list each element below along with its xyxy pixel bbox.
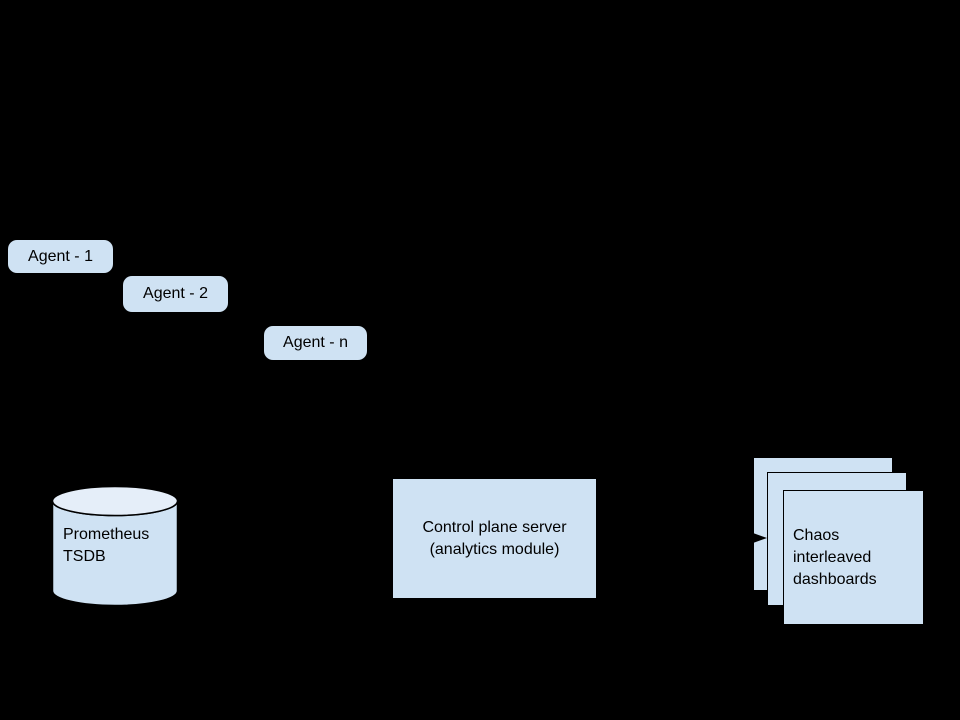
prometheus-tsdb-label-line1: Prometheus <box>63 526 150 543</box>
agent-n-label: Agent - n <box>283 334 348 351</box>
control-plane-server-node: Control plane server (analytics module) <box>393 479 596 598</box>
connector-line <box>596 537 753 539</box>
server-label-line2: (analytics module) <box>429 540 560 558</box>
dashboards-label-line2: interleaved <box>793 548 872 566</box>
agent-2-label: Agent - 2 <box>143 285 208 302</box>
agent-n-node: Agent - n <box>264 326 367 360</box>
dashboard-card-front: Chaos interleaved dashboards <box>783 490 924 625</box>
prometheus-tsdb-node: Prometheus TSDB <box>51 485 179 607</box>
prometheus-tsdb-label-line2: TSDB <box>63 548 106 565</box>
agent-1-node: Agent - 1 <box>8 240 113 273</box>
dashboards-label-line1: Chaos <box>793 526 840 544</box>
agent-1-label: Agent - 1 <box>28 247 93 265</box>
server-label-line1: Control plane server <box>422 518 567 536</box>
dashboards-label-line3: dashboards <box>793 570 877 588</box>
dashboards-label: Chaos interleaved dashboards <box>784 525 877 591</box>
agent-2-node: Agent - 2 <box>123 276 228 312</box>
prometheus-tsdb-label: Prometheus TSDB <box>63 524 149 568</box>
database-cylinder-icon <box>51 485 179 607</box>
connector-arrowhead-icon <box>753 533 767 543</box>
